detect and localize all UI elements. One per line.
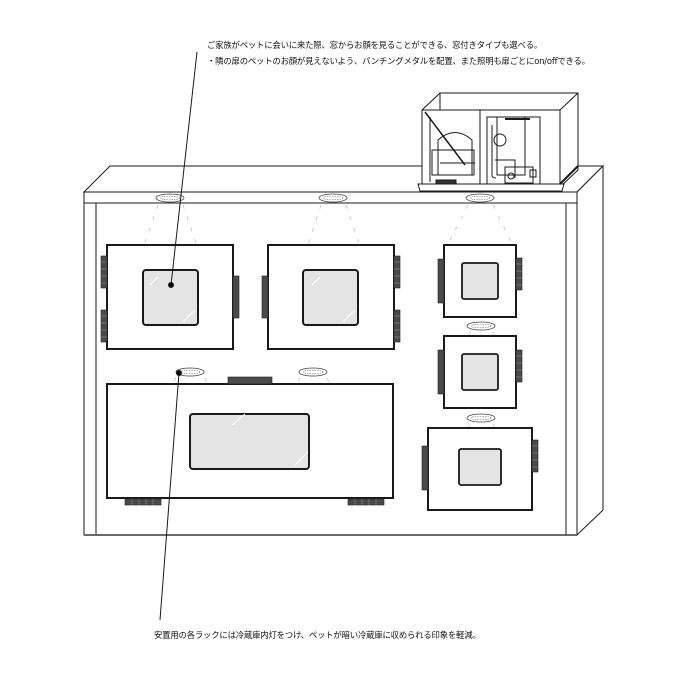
light-icon: [466, 321, 496, 331]
handle-icon: [232, 275, 240, 319]
light-icon: [298, 367, 328, 377]
annotation-top-line2: ・隣の扉のペットのお顔が見えないよう、パンチングメタルを配置、また照明も扉ごとに…: [207, 56, 590, 66]
window: [189, 413, 310, 470]
light-icon: [155, 193, 185, 203]
door-right-top[interactable]: [437, 244, 523, 318]
handle-icon: [421, 445, 429, 491]
hinge-icon: [347, 498, 385, 506]
hinge-icon: [100, 309, 108, 343]
hinge-icon: [100, 255, 108, 289]
handle-icon: [437, 349, 445, 395]
hinge-icon: [515, 257, 523, 291]
handle-icon: [437, 258, 445, 304]
annotation-top-line1: ご家族がペットに会いに来た際、窓からお顔を見ることができる、窓付きタイプも選べる…: [207, 40, 543, 50]
hinge-icon: [515, 349, 523, 383]
hinge-icon: [531, 439, 539, 473]
door-right-bottom[interactable]: [421, 427, 539, 511]
window: [461, 262, 499, 300]
light-icon: [318, 193, 348, 203]
light-icon: [466, 413, 496, 423]
window: [142, 269, 199, 326]
hinge-icon: [393, 309, 401, 343]
hinge-icon: [393, 255, 401, 289]
hinge-icon: [124, 498, 162, 506]
handle-icon: [227, 376, 273, 385]
door-upper-center[interactable]: [261, 244, 401, 350]
leader-lines: [159, 51, 198, 621]
light-icon: [465, 193, 495, 203]
door-right-middle[interactable]: [437, 335, 523, 409]
door-upper-left[interactable]: [100, 244, 240, 350]
window: [461, 353, 499, 391]
door-large-lower[interactable]: [106, 376, 394, 506]
annotation-bottom: 安置用の各ラックには冷蔵庫内灯をつけ、ペットが暗い冷蔵庫に収められる印象を軽減。: [154, 630, 481, 640]
window: [302, 269, 359, 326]
window: [458, 448, 502, 486]
handle-icon: [261, 275, 269, 319]
condensing-unit: [417, 92, 579, 192]
